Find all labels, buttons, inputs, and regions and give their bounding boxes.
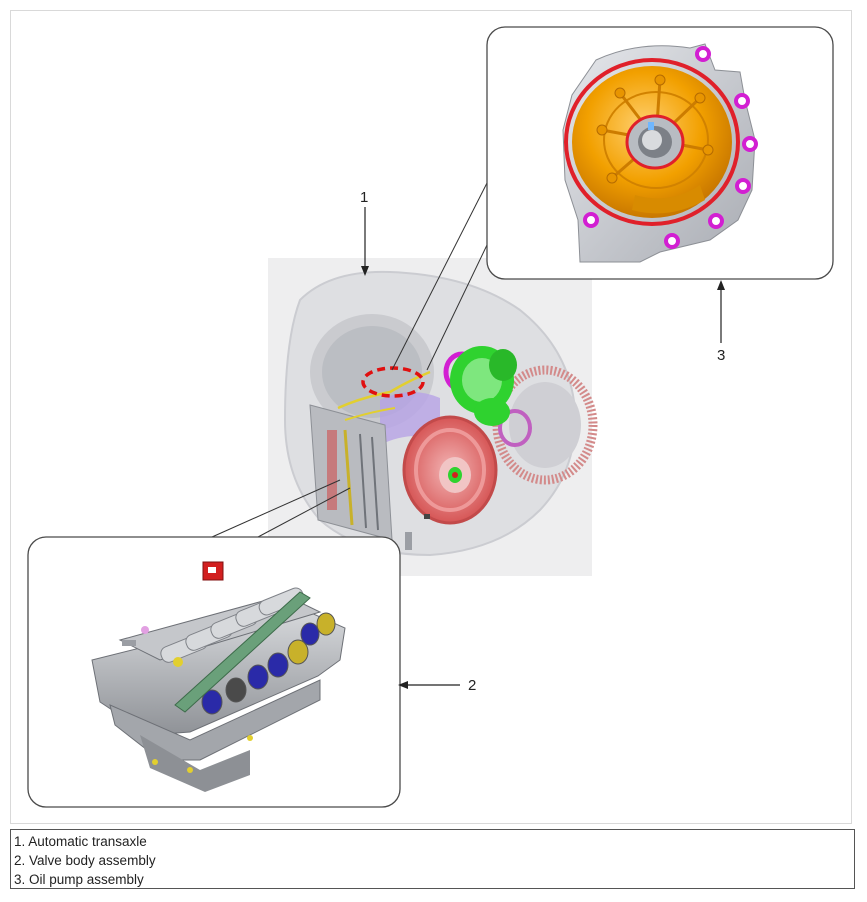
legend-table: 1. Automatic transaxle 2. Valve body ass… xyxy=(10,829,855,889)
legend-item-3: 3. Oil pump assembly xyxy=(14,872,144,887)
callout-3: 3 xyxy=(717,347,725,364)
callout-arrows xyxy=(361,207,725,689)
legend-item-2: 2. Valve body assembly xyxy=(14,853,156,868)
exploded-diagram: 1 2 3 xyxy=(27,26,834,808)
leader-lines xyxy=(211,182,488,538)
automatic-transaxle-illustration xyxy=(268,258,598,576)
valve-body-detail xyxy=(27,536,401,808)
callout-1: 1 xyxy=(360,189,368,206)
oil-pump-detail xyxy=(486,26,834,280)
callout-2: 2 xyxy=(468,677,476,694)
legend-item-1: 1. Automatic transaxle xyxy=(14,834,147,849)
